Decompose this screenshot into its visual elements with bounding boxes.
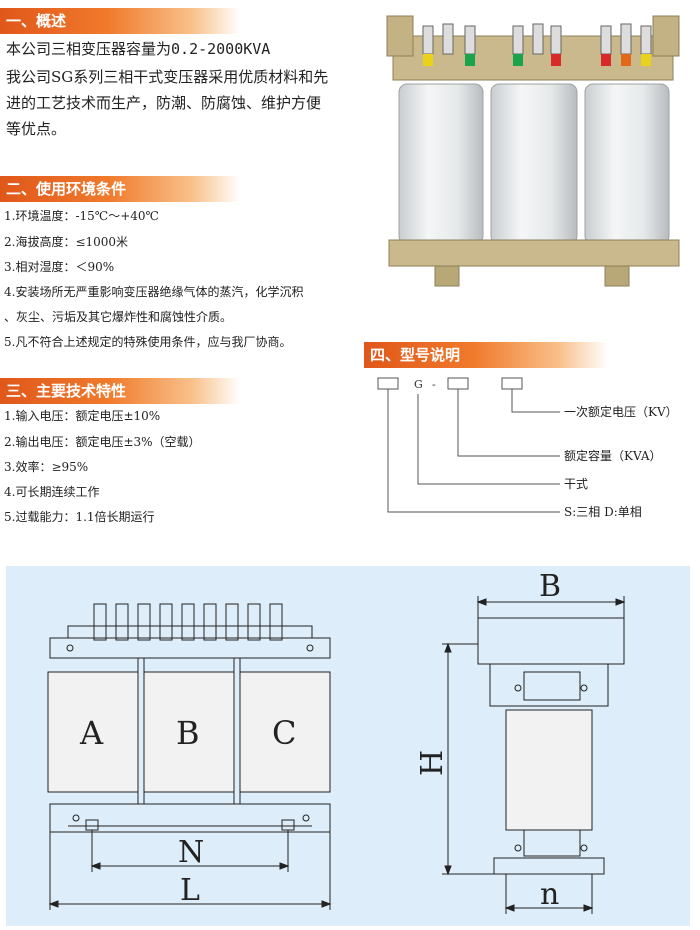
- terminal: [247, 603, 261, 641]
- model-label-capacity: 额定容量（KVA）: [564, 448, 661, 463]
- spec-item-3: 3.效率：≥95%: [4, 460, 89, 474]
- model-label-dry: 干式: [564, 477, 588, 491]
- side-base: [493, 857, 605, 875]
- dim-label-h: H: [415, 750, 450, 776]
- terminal: [159, 603, 173, 641]
- section-header-model: 四、型号说明: [364, 342, 608, 368]
- dim-label-l: L: [180, 873, 200, 908]
- coil-b: [143, 671, 235, 793]
- env-item-5: 5.凡不符合上述规定的特殊使用条件，应与我厂协商。: [4, 335, 292, 349]
- overview-para-3: 等优点。: [6, 120, 67, 138]
- coil-c: [239, 671, 331, 793]
- terminal: [115, 603, 129, 641]
- code-box-capacity: [447, 377, 469, 390]
- section-header-environment: 二、使用环境条件: [0, 176, 240, 202]
- spec-item-2: 2.输出电压：额定电压±3%（空载）: [4, 435, 201, 449]
- coil-label-c: C: [272, 714, 296, 752]
- leader-phase: [387, 389, 560, 513]
- terminal: [225, 603, 239, 641]
- overview-para-2: 进的工艺技术而生产，防潮、防腐蚀、维护方便: [6, 94, 322, 112]
- bottom-yoke: [49, 803, 331, 833]
- leader-capacity: [457, 389, 560, 457]
- dim-label-b: B: [539, 569, 561, 604]
- dim-label-n-upper: N: [178, 835, 204, 870]
- top-clamp-bar: [67, 625, 313, 639]
- model-code-diagram: G - 一次额定电压（KV） 额定容量（KVA） 干式 S:三相 D:单相: [377, 377, 678, 519]
- capacity-line: 本公司三相变压器容量为0.2-2000KVA: [6, 40, 271, 58]
- model-label-phase: S:三相 D:单相: [564, 505, 642, 519]
- terminal: [269, 603, 283, 641]
- spec-item-4: 4.可长期连续工作: [4, 485, 100, 499]
- model-label-voltage: 一次额定电压（KV）: [564, 404, 678, 419]
- spec-item-5: 5.过载能力：1.1倍长期运行: [4, 510, 155, 524]
- section-header-overview: 一、概述: [0, 8, 240, 34]
- top-yoke: [49, 637, 331, 659]
- coil-a: [47, 671, 139, 793]
- env-item-1: 1.环境温度：-15℃～+40℃: [4, 209, 159, 223]
- leader-voltage: [511, 389, 560, 413]
- code-box-phase: [377, 377, 399, 390]
- coil-label-b: B: [176, 714, 200, 752]
- side-coil: [505, 709, 593, 831]
- env-item-3: 3.相对湿度：＜90%: [4, 260, 115, 274]
- code-letter-g: G: [414, 378, 423, 391]
- code-box-voltage: [501, 377, 523, 390]
- dim-label-n-lower: n: [540, 877, 559, 912]
- terminal: [137, 603, 151, 641]
- terminal: [203, 603, 217, 641]
- overview-para-1: 我公司SG系列三相干式变压器采用优质材料和先: [6, 68, 329, 86]
- section-header-specs: 三、主要技术特性: [0, 378, 240, 404]
- terminal: [181, 603, 195, 641]
- dimension-drawing: A B C N L B H n: [6, 566, 690, 926]
- terminal: [93, 603, 107, 641]
- side-top-clamp: [477, 617, 625, 665]
- env-item-4: 4.安装场所无严重影响变压器绝缘气体的蒸汽，化学沉积: [4, 285, 304, 299]
- code-dash: -: [432, 378, 436, 391]
- spec-item-1: 1.输入电压：额定电压±10%: [4, 409, 161, 423]
- coil-label-a: A: [79, 714, 104, 752]
- transformer-photo: [386, 15, 680, 287]
- env-item-4-cont: 、灰尘、污垢及其它爆炸性和腐蚀性介质。: [4, 310, 233, 324]
- leader-dry: [417, 394, 560, 485]
- env-item-2: 2.海拔高度：≤1000米: [4, 235, 129, 249]
